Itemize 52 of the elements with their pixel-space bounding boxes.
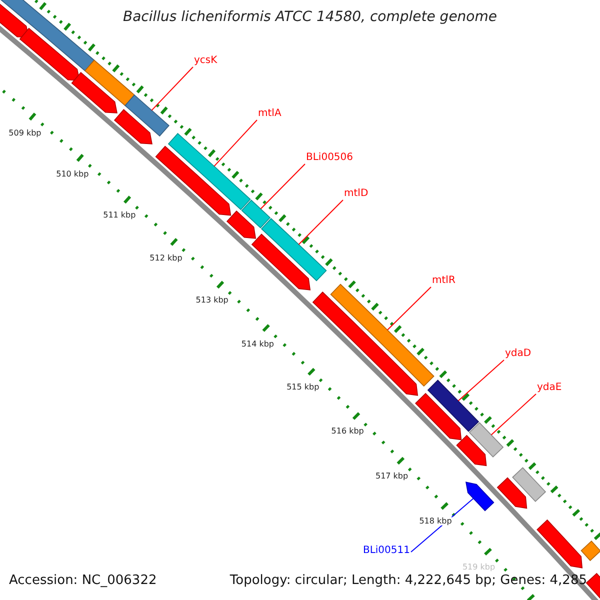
leader-line	[298, 200, 344, 245]
gene-feature	[114, 109, 152, 144]
gene-bar	[261, 218, 327, 282]
gene-bar	[84, 60, 135, 106]
scale-label: 519 kbp	[462, 562, 496, 572]
gene-feature	[456, 435, 487, 466]
gene-feature	[226, 210, 256, 239]
scale-label: 515 kbp	[286, 382, 320, 392]
scale-label: 511 kbp	[103, 210, 136, 220]
leader-line	[386, 286, 432, 330]
gene-feature	[466, 482, 494, 512]
gene-feature	[497, 477, 528, 509]
gene-feature	[415, 393, 462, 440]
leader-line	[260, 164, 306, 210]
gene-feature	[536, 520, 582, 568]
gene-feature	[20, 28, 80, 81]
gene-bar	[469, 422, 504, 458]
gene-label: ydaD	[505, 348, 532, 360]
scale-label: 514 kbp	[241, 338, 274, 348]
gene-label: mtlA	[258, 108, 282, 120]
gene-bar	[0, 0, 95, 72]
leader-line	[490, 394, 536, 436]
gene-bar	[241, 200, 270, 228]
gene-bar	[512, 467, 546, 502]
gene-label: mtlR	[432, 275, 456, 286]
scale-label: 516 kbp	[331, 426, 364, 436]
gene-label: BLi00511	[362, 545, 410, 556]
gene-feature	[586, 573, 600, 600]
gene-label: mtlD	[344, 188, 368, 200]
map-title: Bacillus licheniformis ATCC 14580, complete genome	[122, 9, 498, 26]
gene-bar	[330, 284, 434, 386]
footer-text: Topology: circular; Length: 4,222,645 bp; Genes: 4,285	[230, 574, 587, 589]
gene-label: ydaE	[537, 382, 562, 394]
gene-bar	[124, 94, 170, 136]
gene-feature	[252, 234, 310, 290]
leader-line	[151, 66, 194, 111]
scale-label: 512 kbp	[150, 253, 182, 262]
gene-label: ycsK	[194, 55, 218, 66]
leader-line	[458, 360, 504, 402]
gene-bar	[168, 133, 251, 210]
scale-label: 513 kbp	[196, 296, 228, 305]
gene-bar	[580, 540, 600, 561]
scale-label: 510 kbp	[56, 169, 89, 178]
gene-bar	[428, 380, 479, 432]
gene-label: BLi00506	[306, 152, 354, 164]
scale-label: 518 kbp	[419, 516, 452, 526]
footer-text: Accession: NC_006322	[9, 574, 157, 589]
scale-label: 509 kbp	[8, 128, 42, 138]
leader-line	[214, 120, 258, 167]
gene-feature	[155, 146, 232, 216]
scale-label: 517 kbp	[375, 471, 408, 481]
gene-feature	[71, 72, 118, 114]
